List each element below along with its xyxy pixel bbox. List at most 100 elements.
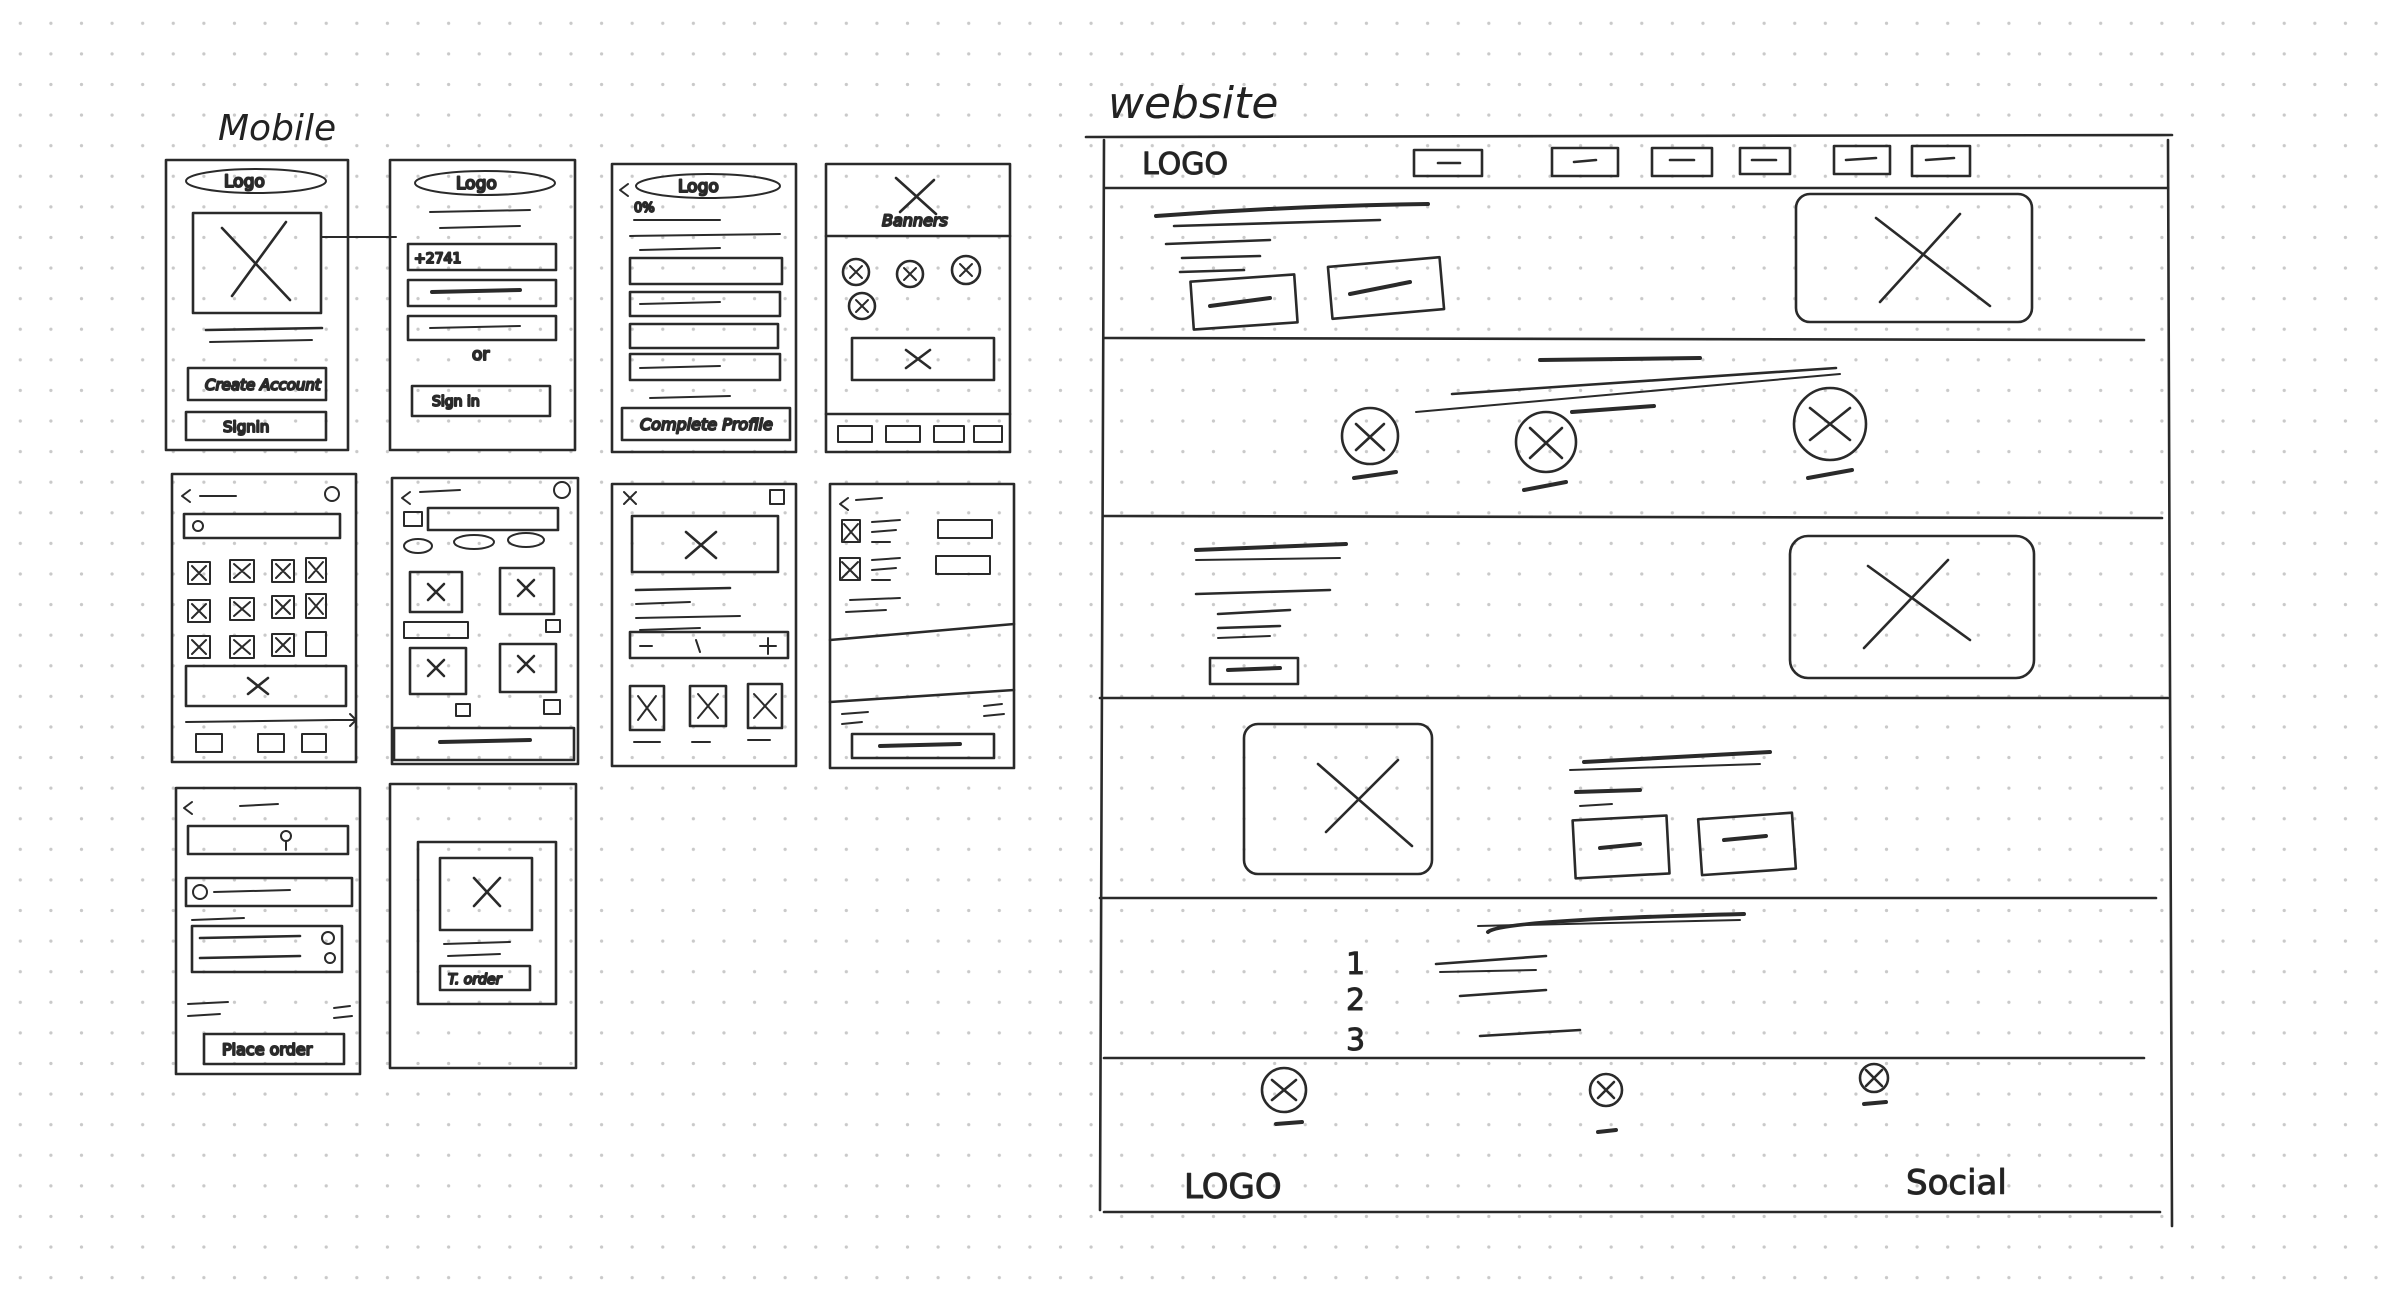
- confirm-input[interactable]: [406, 314, 558, 342]
- tab-bar-item[interactable]: [933, 425, 965, 443]
- phone-input[interactable]: [406, 242, 558, 272]
- image-placeholder-cross-icon: [220, 220, 292, 302]
- feature-2-secondary-button[interactable]: [1696, 811, 1798, 877]
- back-arrow-icon[interactable]: [401, 491, 411, 505]
- cart-item-image: [841, 519, 861, 543]
- web-footer-logo: LOGO: [1184, 1167, 1282, 1207]
- place-order-button[interactable]: [202, 1032, 346, 1066]
- category-icon[interactable]: [950, 254, 982, 286]
- product-card[interactable]: [408, 646, 468, 696]
- nav-item[interactable]: [1910, 144, 1972, 178]
- welcome-logo-label: Logo: [224, 172, 265, 192]
- radio-icon[interactable]: [192, 884, 208, 900]
- filter-chip[interactable]: [507, 532, 545, 548]
- signin-button[interactable]: [184, 410, 328, 442]
- tab-bar-item[interactable]: [195, 733, 223, 753]
- search-input[interactable]: [426, 506, 560, 532]
- category-icon[interactable]: [1514, 410, 1578, 474]
- footer-icon[interactable]: [1858, 1062, 1890, 1094]
- tab-bar-item[interactable]: [973, 425, 1003, 443]
- signin-label: Signin: [223, 418, 269, 436]
- category-icon[interactable]: [895, 259, 925, 289]
- hero-secondary-button[interactable]: [1326, 255, 1446, 321]
- web-categories-section: [1102, 356, 2164, 520]
- related-product[interactable]: [688, 684, 728, 728]
- image-placeholder: [191, 211, 323, 315]
- logo-pill: [185, 168, 327, 194]
- tab-bar-item[interactable]: [257, 733, 285, 753]
- mobile-wireframes: Logo Create Account Signin Logo +2741 or: [164, 158, 1016, 1076]
- nav-item[interactable]: [1832, 144, 1892, 176]
- filter-chip[interactable]: [403, 538, 433, 554]
- tab-bar-item[interactable]: [885, 425, 921, 443]
- feature-2-button[interactable]: [1571, 814, 1671, 880]
- category-icon[interactable]: [1792, 386, 1868, 462]
- quantity-stepper[interactable]: [628, 630, 790, 660]
- mobile-screen-welcome: Logo Create Account Signin: [164, 158, 397, 452]
- bottom-action-bar[interactable]: [392, 726, 576, 762]
- web-steps-section: 1 2 3: [1102, 912, 2146, 1060]
- nav-item[interactable]: [1738, 146, 1792, 176]
- mobile-section-title: Mobile: [218, 108, 336, 149]
- footer-icon[interactable]: [1260, 1066, 1308, 1114]
- complete-profile-label: Complete Profile: [640, 415, 773, 434]
- step-number-3: 3: [1346, 1023, 1365, 1058]
- signup-signin-label: Sign in: [432, 394, 480, 410]
- filter-chip[interactable]: [453, 534, 495, 550]
- mobile-screen-signup: Logo +2741 or Sign in: [388, 158, 577, 452]
- menu-icon[interactable]: [769, 489, 785, 505]
- hero-cta-button[interactable]: [1189, 273, 1299, 331]
- mobile-screen-product-detail: [610, 482, 798, 768]
- phone-input-value: +2741: [414, 251, 461, 267]
- checkout-button[interactable]: [850, 732, 996, 760]
- nav-item[interactable]: [1550, 146, 1620, 178]
- password-input[interactable]: [406, 278, 558, 308]
- related-product[interactable]: [746, 682, 784, 730]
- feature-2-image: [1242, 722, 1434, 876]
- product-card[interactable]: [498, 642, 558, 694]
- search-icon[interactable]: [324, 486, 340, 502]
- create-account-button[interactable]: [186, 366, 328, 402]
- category-icon[interactable]: [841, 257, 871, 287]
- product-card[interactable]: [498, 566, 556, 616]
- promo-card[interactable]: [850, 336, 996, 382]
- payment-option[interactable]: [184, 876, 354, 908]
- banner-card[interactable]: [184, 664, 348, 708]
- back-arrow-icon[interactable]: [619, 183, 629, 197]
- confirmation-image: [438, 856, 534, 932]
- nav-item[interactable]: [1650, 146, 1714, 178]
- tab-bar-item[interactable]: [837, 425, 873, 443]
- profile-icon[interactable]: [553, 481, 571, 499]
- address-input[interactable]: [186, 824, 350, 856]
- nav-item[interactable]: [1412, 148, 1484, 178]
- profile-field-1[interactable]: [628, 256, 784, 286]
- signup-signin-button[interactable]: [410, 384, 552, 418]
- quantity-stepper[interactable]: [935, 555, 991, 575]
- back-arrow-icon[interactable]: [839, 497, 849, 511]
- hero-image: [1794, 192, 2034, 324]
- product-card[interactable]: [408, 570, 464, 614]
- track-order-button[interactable]: [438, 964, 532, 992]
- close-icon[interactable]: [623, 491, 637, 505]
- profile-field-3[interactable]: [628, 322, 780, 350]
- quantity-stepper[interactable]: [403, 621, 469, 639]
- create-account-label: Create Account: [205, 376, 322, 394]
- step-number-1: 1: [1346, 947, 1365, 982]
- profile-field-2[interactable]: [628, 290, 782, 318]
- back-arrow-icon[interactable]: [183, 801, 193, 815]
- place-order-label: Place order: [222, 1040, 313, 1059]
- profile-field-4[interactable]: [628, 352, 782, 382]
- category-icon[interactable]: [847, 291, 877, 321]
- quantity-stepper[interactable]: [937, 519, 993, 539]
- tab-bar-item[interactable]: [301, 733, 327, 753]
- complete-profile-button[interactable]: [620, 406, 792, 442]
- search-input[interactable]: [182, 512, 342, 540]
- category-icon[interactable]: [1340, 406, 1400, 466]
- footer-icon[interactable]: [1588, 1072, 1624, 1108]
- feature-1-button[interactable]: [1208, 656, 1300, 686]
- related-product[interactable]: [628, 684, 666, 732]
- website-wireframe: LOGO: [1084, 133, 2174, 1228]
- back-arrow-icon[interactable]: [181, 489, 191, 503]
- mobile-screen-cart: [828, 482, 1016, 770]
